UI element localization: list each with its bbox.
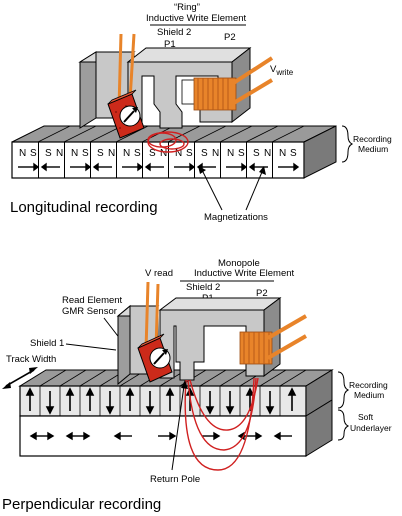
p1-label: P1 xyxy=(164,39,176,50)
write-element-label: Inductive Write Element xyxy=(146,13,247,24)
bottom-recording-label: Recording xyxy=(349,380,388,390)
track-width-arrow xyxy=(2,367,38,389)
recording-medium-bottom xyxy=(18,369,334,417)
underlayer-label: Underlayer xyxy=(350,423,392,433)
soft-underlayer-label: Soft Underlayer xyxy=(337,409,392,441)
bottom-shield2-label: Shield 2 xyxy=(186,282,220,293)
bottom-medium-label: Recording Medium xyxy=(337,371,388,409)
top-write-coil xyxy=(193,56,274,111)
top-read-sensor xyxy=(107,89,145,139)
track-width-label: Track Width xyxy=(6,354,56,365)
recording-medium-top xyxy=(11,125,337,179)
bottom-write-element-label: Inductive Write Element xyxy=(194,268,295,279)
perpendicular-panel: Monopole Inductive Write Element V read … xyxy=(2,258,392,513)
return-pole-label: Return Pole xyxy=(150,474,200,485)
shield1-leader xyxy=(65,343,117,351)
bottom-read-sensor xyxy=(137,333,173,383)
monopole-label: Monopole xyxy=(218,258,260,269)
soft-underlayer xyxy=(19,399,333,457)
shield2-label: Shield 2 xyxy=(157,27,191,38)
recording-label: Recording xyxy=(353,134,392,144)
perpendicular-title: Perpendicular recording xyxy=(2,496,161,513)
magnetizations-label: Magnetizations xyxy=(204,212,268,223)
return-pole-annotation: Return Pole xyxy=(150,380,200,485)
top-field-lines xyxy=(147,131,189,153)
gmr-sensor-label: GMR Sensor xyxy=(62,306,117,317)
vwrite-label: Vwrite xyxy=(270,64,294,77)
soft-label: Soft xyxy=(358,412,374,422)
top-medium-label: Recording Medium xyxy=(341,125,392,163)
bottom-medium-label-text: Medium xyxy=(354,390,384,400)
bottom-write-coil xyxy=(239,314,308,365)
read-element-label: Read Element xyxy=(62,295,123,306)
bottom-p2-label: P2 xyxy=(256,288,268,299)
longitudinal-title: Longitudinal recording xyxy=(10,199,158,216)
ring-label: “Ring” xyxy=(174,2,200,13)
shield1-label: Shield 1 xyxy=(30,338,64,349)
bottom-field-lines xyxy=(184,377,259,471)
longitudinal-panel: “Ring” Inductive Write Element Shield 2 … xyxy=(10,2,392,223)
p2-label: P2 xyxy=(224,32,236,43)
top-read-leads xyxy=(117,33,136,109)
vread-label: V read xyxy=(145,268,173,279)
magnetizations-annotation: Magnetizations xyxy=(198,166,268,223)
medium-label: Medium xyxy=(358,144,388,154)
